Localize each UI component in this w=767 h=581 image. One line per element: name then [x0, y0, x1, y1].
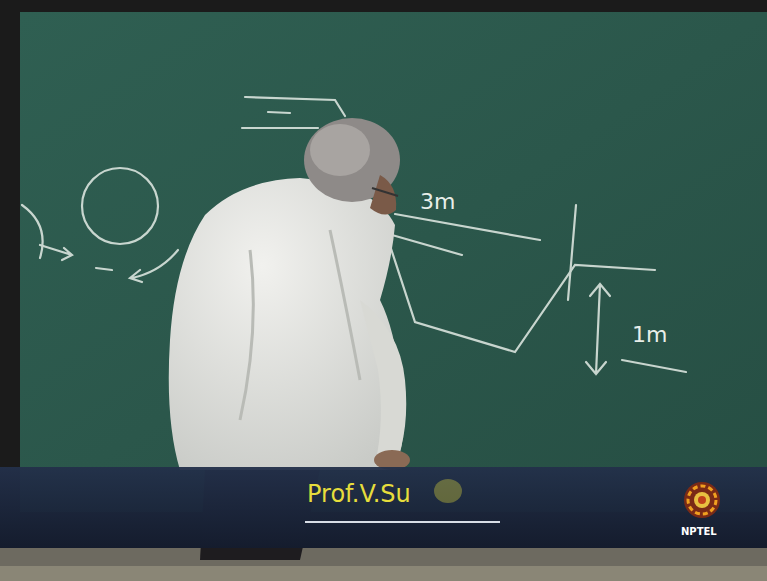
logo-ring: [684, 482, 720, 518]
arm: [360, 300, 406, 465]
chalk-line: [245, 97, 345, 116]
chalk-circle: [82, 168, 158, 244]
chalk-arrow: [130, 250, 178, 282]
chalk-water-line: [392, 235, 462, 255]
chalk-dash: [96, 268, 112, 270]
board-ledge-edge: [0, 566, 767, 581]
logo-ring: [688, 486, 716, 514]
dimension-label: 3m: [420, 191, 455, 213]
chalk-dimension-arrow: [586, 284, 610, 374]
logo-text: NPTEL: [681, 527, 717, 537]
board-ledge: [0, 548, 767, 581]
chalk-water-line: [395, 214, 540, 240]
chalk-line: [242, 127, 318, 129]
glasses: [372, 188, 398, 196]
speaker-name: Prof.V.Su: [307, 482, 411, 506]
caption-bar: [0, 467, 767, 548]
nptel-logo: [684, 482, 720, 518]
hair-highlight: [310, 124, 370, 176]
logo-center: [698, 496, 706, 504]
shirt-folds: [240, 230, 360, 420]
chalk-tick: [568, 205, 576, 300]
chalk-underline: [622, 360, 686, 372]
chalk-arrow: [40, 245, 72, 260]
chalk-arc: [22, 205, 43, 258]
chalk-channel: [380, 215, 655, 352]
caption-underline: [305, 521, 500, 523]
logo-core: [694, 492, 710, 508]
dimension-label: 1m: [632, 324, 667, 346]
blur-patch: [434, 479, 462, 503]
chalk-line: [268, 112, 290, 113]
chalkboard: [20, 12, 767, 512]
